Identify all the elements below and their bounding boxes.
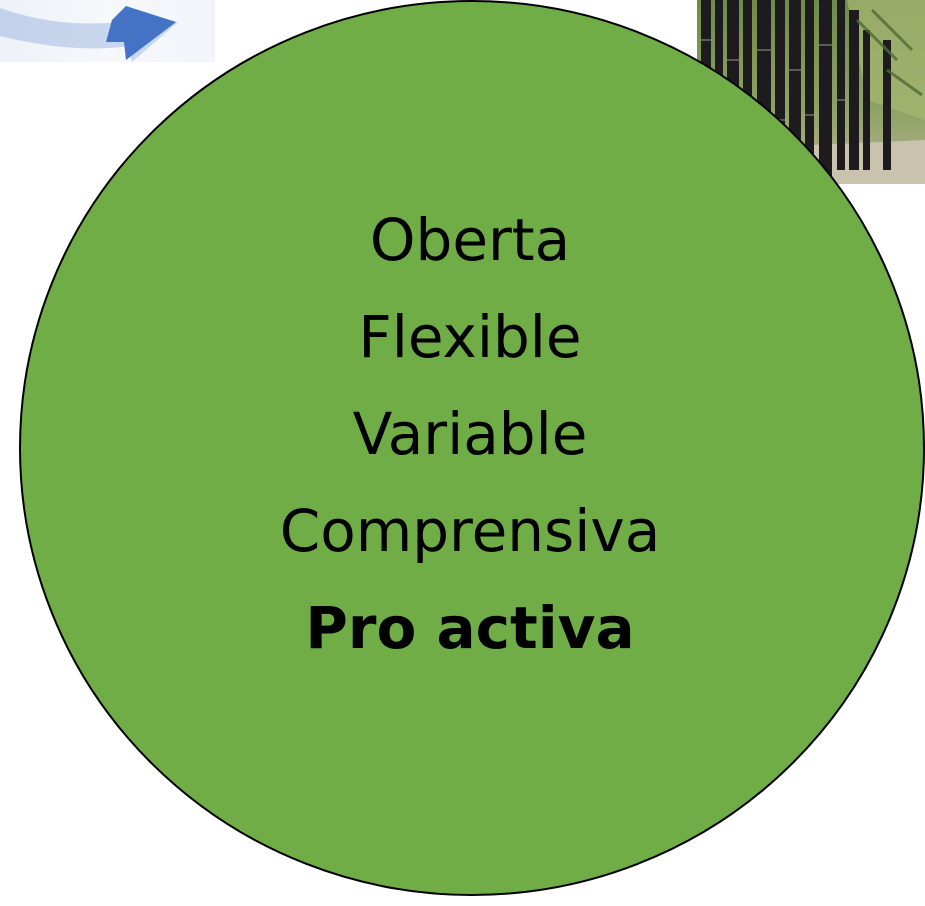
trait-comprensiva: Comprensiva [279, 497, 661, 565]
circle-text-block: Oberta Flexible Variable Comprensiva Pro… [170, 192, 770, 677]
trait-oberta: Oberta [369, 206, 571, 274]
blue-arrow-icon [0, 0, 215, 62]
trait-pro-activa: Pro activa [305, 594, 635, 662]
trait-variable: Variable [352, 400, 588, 468]
trait-flexible: Flexible [358, 303, 582, 371]
